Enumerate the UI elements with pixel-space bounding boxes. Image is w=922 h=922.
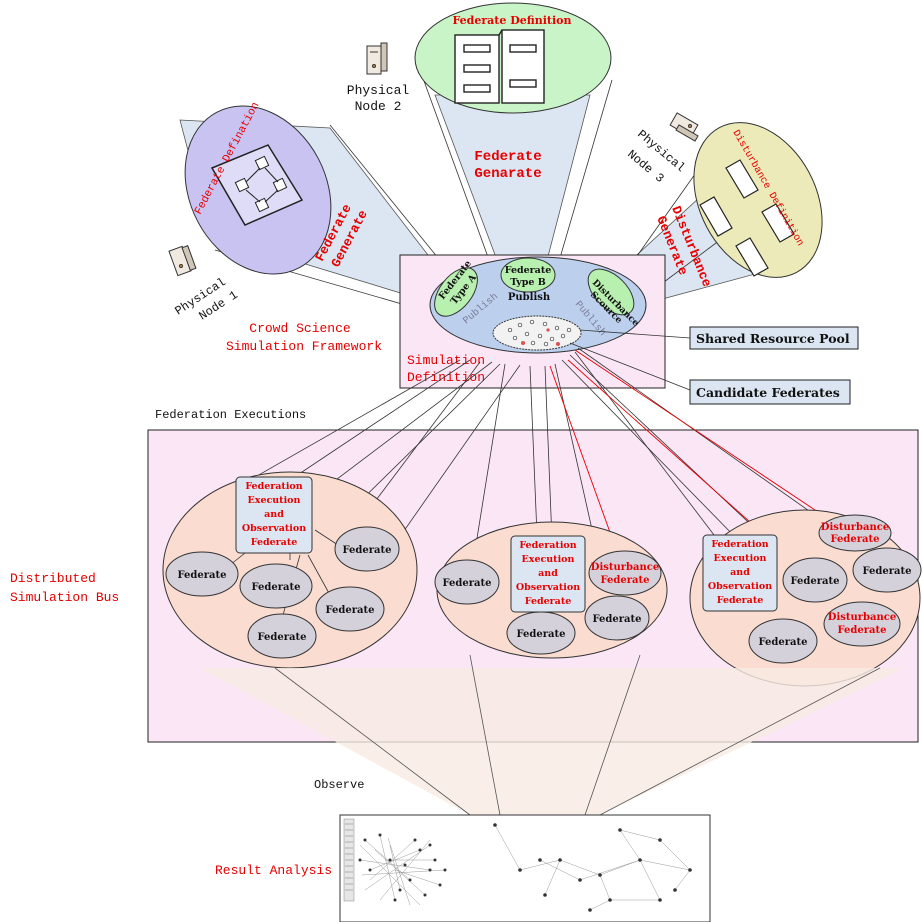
feo-g3-line3: Observation (708, 581, 772, 592)
group1-federates (165, 526, 400, 659)
federate-g1-3: Federate (343, 545, 392, 556)
feo-box-group1: Federation Execution and Observation Fed… (235, 476, 313, 554)
result-analysis-label: Result Analysis (215, 863, 332, 878)
federate-definition-oval-node1: Federate Defination (184, 101, 332, 275)
federation-executions-title: Federation Executions (155, 408, 306, 422)
feo-g3-line4: Federate (717, 595, 764, 606)
disturbance-g3a-line2: Federate (831, 534, 880, 545)
shared-resource-pool-label: Shared Resource Pool (696, 331, 850, 346)
disturbance-g3a-line1: Disturbance (821, 522, 889, 533)
federate-definition-oval-node2: Federate Definition (414, 2, 612, 114)
physical-node2-line2: Node 2 (355, 99, 402, 114)
filing-cabinet-icon (454, 29, 545, 104)
federate-definition-node2-label: Federate Definition (452, 14, 571, 27)
computer-tower-icon-node3 (669, 112, 699, 142)
federate-g2-2: Federate (517, 629, 566, 640)
federate-g3-3: Federate (759, 637, 808, 648)
federate-g3-1: Federate (791, 576, 840, 587)
candidate-federates-box: Candidate Federates (689, 379, 851, 405)
physical-node2-line1: Physical (347, 83, 410, 98)
feo-g1-line1: Execution (248, 495, 301, 506)
distributed-bus-line1: Distributed (10, 571, 96, 586)
flowchart-icon (210, 144, 304, 226)
result-analysis-panel (339, 814, 711, 922)
feo-g1-line2: and (264, 509, 284, 520)
feo-g1-line3: Observation (242, 523, 306, 534)
feo-g2-line0: Federation (519, 540, 576, 551)
feo-g3-line1: Execution (714, 553, 767, 564)
network-graph-icon (359, 834, 446, 906)
federate-g1-1: Federate (178, 570, 227, 581)
simulation-definition-line1: Simulation (407, 353, 485, 368)
disturbance-g2-line2: Federate (601, 575, 650, 586)
shared-pool-callout-line (579, 329, 691, 339)
federate-generate-node2-line2: Genarate (474, 166, 541, 182)
feo-box-group3: Federation Execution and Observation Fed… (702, 534, 778, 612)
shared-resource-pool-box: Shared Resource Pool (689, 326, 859, 350)
feo-g2-line4: Federate (525, 596, 572, 607)
federate-g3-2: Federate (863, 566, 912, 577)
crowd-science-line2: Simulation Framework (226, 339, 382, 354)
feo-g1-line4: Federate (251, 537, 298, 548)
group2-federates (434, 550, 662, 655)
candidate-callout-line (569, 342, 691, 391)
disturbance-definition-oval-node3: Disturbance Definition (693, 122, 823, 278)
observe-label: Observe (314, 778, 364, 792)
group3-federates (748, 514, 922, 664)
federate-g2-1: Federate (443, 578, 492, 589)
feo-g3-line2: and (730, 567, 750, 578)
feo-g1-line0: Federation (245, 481, 302, 492)
feo-box-group2: Federation Execution and Observation Fed… (510, 535, 586, 613)
disturbance-g3b-line2: Federate (838, 625, 887, 636)
federate-g1-4: Federate (326, 605, 375, 616)
federate-g1-5: Federate (258, 632, 307, 643)
simulation-definition-line2: Definition (407, 370, 485, 385)
computer-tower-icon-node1 (168, 245, 197, 277)
feo-g2-line2: and (538, 568, 558, 579)
feo-g2-line3: Observation (516, 582, 580, 593)
crowd-science-line1: Crowd Science (249, 321, 350, 336)
disturbance-g2-line1: Disturbance (591, 562, 659, 573)
feo-g3-line0: Federation (711, 539, 768, 550)
type-b-line1: Federate (505, 265, 552, 276)
computer-tower-icon-node2 (366, 42, 388, 75)
type-b-line2: Type B (510, 277, 546, 288)
federate-g1-2: Federate (252, 582, 301, 593)
shared-resource-pool-ellipse (492, 315, 582, 351)
distributed-bus-line2: Simulation Bus (10, 590, 119, 605)
observe-beam (200, 654, 905, 816)
federate-g2-3: Federate (593, 614, 642, 625)
candidate-federates-label: Candidate Federates (696, 385, 840, 400)
cube-icon (699, 159, 795, 277)
federate-type-b-pill: Federate Type B (500, 257, 556, 293)
disturbance-g3b-line1: Disturbance (828, 612, 896, 623)
feo-g2-line1: Execution (522, 554, 575, 565)
federate-generate-node2-line1: Federate (474, 149, 541, 165)
publish-main-label: Publish (508, 292, 551, 303)
